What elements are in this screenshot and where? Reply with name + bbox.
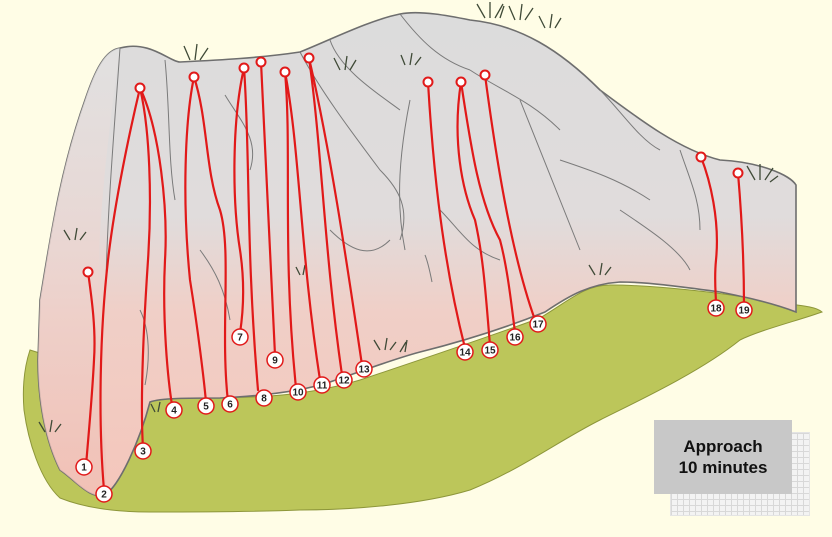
- route-anchor-5: [190, 73, 199, 82]
- route-number: 18: [710, 304, 722, 315]
- route-marker-10[interactable]: 10: [290, 384, 306, 400]
- route-marker-12[interactable]: 12: [336, 372, 352, 388]
- route-marker-15[interactable]: 15: [482, 342, 498, 358]
- route-marker-1[interactable]: 1: [76, 459, 92, 475]
- route-anchor-10: [281, 68, 290, 77]
- route-anchor-7: [240, 64, 249, 73]
- route-number: 16: [509, 333, 521, 344]
- route-number: 6: [227, 400, 233, 411]
- route-number: 7: [237, 333, 243, 344]
- route-marker-5[interactable]: 5: [198, 398, 214, 414]
- route-number: 9: [272, 356, 278, 367]
- route-marker-6[interactable]: 6: [222, 396, 238, 412]
- route-anchor-15: [457, 78, 466, 87]
- route-number: 10: [292, 388, 304, 399]
- route-anchor-14: [424, 78, 433, 87]
- route-marker-2[interactable]: 2: [96, 486, 112, 502]
- route-marker-8[interactable]: 8: [256, 390, 272, 406]
- route-number: 19: [738, 306, 750, 317]
- route-number: 15: [484, 346, 496, 357]
- route-anchor-2: [136, 84, 145, 93]
- route-marker-14[interactable]: 14: [457, 344, 473, 360]
- approach-time: 10 minutes: [679, 457, 768, 478]
- route-anchor-17: [481, 71, 490, 80]
- route-anchor-1: [84, 268, 93, 277]
- route-number: 5: [203, 402, 209, 413]
- route-number: 3: [140, 447, 146, 458]
- route-number: 17: [532, 320, 544, 331]
- route-anchor-19: [734, 169, 743, 178]
- route-number: 4: [171, 406, 177, 417]
- route-marker-4[interactable]: 4: [166, 402, 182, 418]
- route-marker-18[interactable]: 18: [708, 300, 724, 316]
- route-number: 12: [338, 376, 350, 387]
- route-marker-19[interactable]: 19: [736, 302, 752, 318]
- route-marker-9[interactable]: 9: [267, 352, 283, 368]
- route-anchor-9: [257, 58, 266, 67]
- route-anchor-18: [697, 153, 706, 162]
- route-number: 13: [358, 365, 370, 376]
- route-number: 2: [101, 490, 107, 501]
- route-marker-7[interactable]: 7: [232, 329, 248, 345]
- approach-callout: Approach 10 minutes: [654, 420, 792, 494]
- route-number: 8: [261, 394, 267, 405]
- route-number: 14: [459, 348, 471, 359]
- route-marker-16[interactable]: 16: [507, 329, 523, 345]
- route-marker-17[interactable]: 17: [530, 316, 546, 332]
- route-marker-11[interactable]: 11: [314, 377, 330, 393]
- route-marker-13[interactable]: 13: [356, 361, 372, 377]
- approach-label: Approach: [683, 436, 762, 457]
- route-marker-3[interactable]: 3: [135, 443, 151, 459]
- route-number: 11: [317, 381, 328, 392]
- route-number: 1: [81, 463, 87, 474]
- route-anchor-12: [305, 54, 314, 63]
